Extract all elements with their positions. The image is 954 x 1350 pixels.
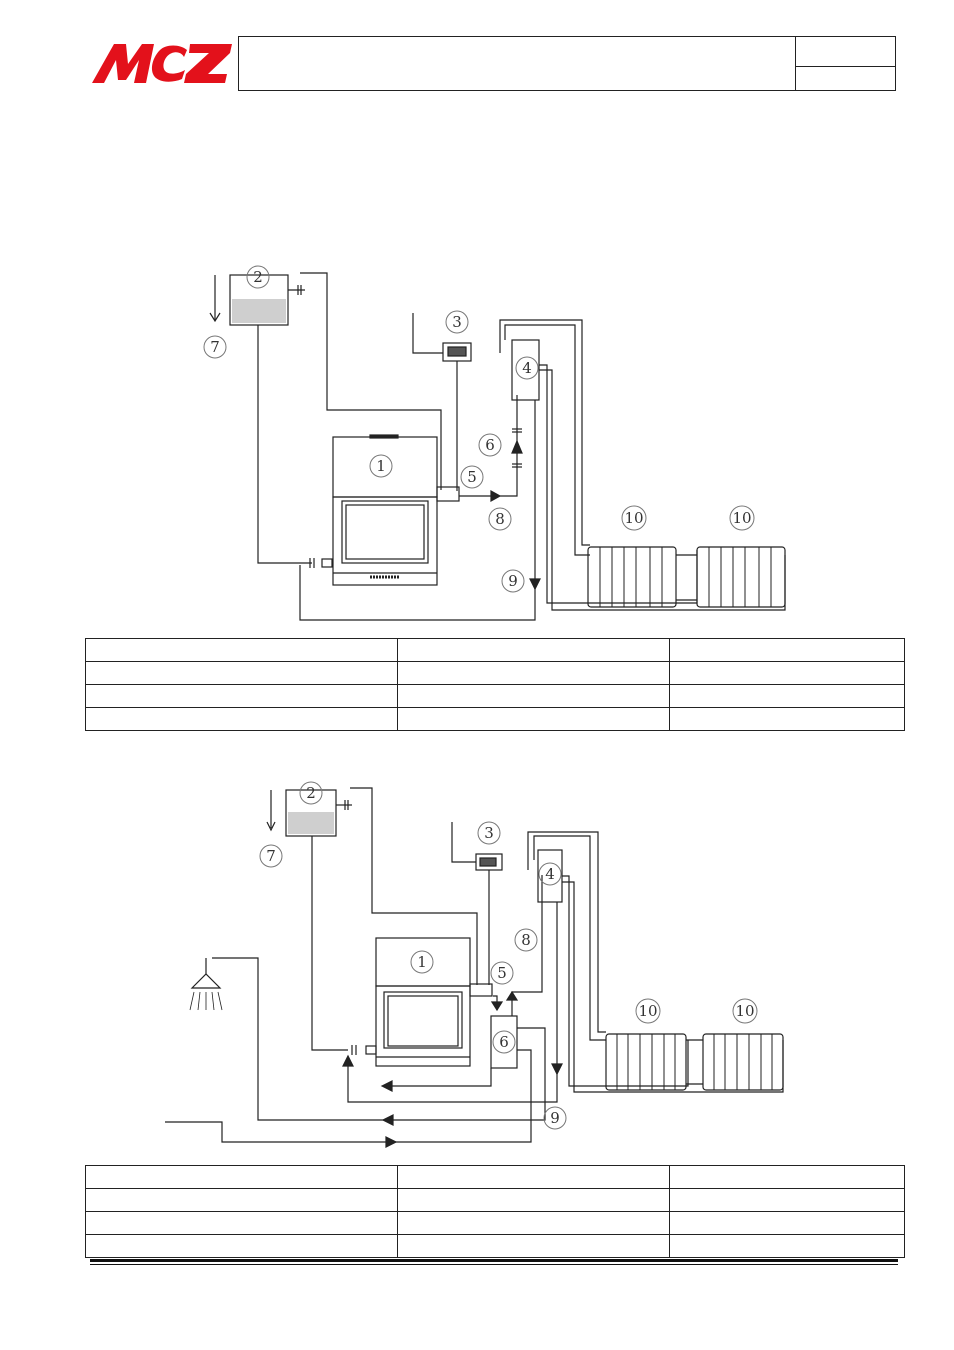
label-1: 1 <box>417 953 427 971</box>
label-7: 7 <box>266 847 276 865</box>
radiator-2 <box>702 1033 784 1091</box>
table-cell <box>397 1234 670 1258</box>
table-cell <box>669 1165 905 1189</box>
mcz-logo <box>92 44 232 83</box>
label-5: 5 <box>497 964 507 982</box>
label-8: 8 <box>495 510 505 528</box>
footer-rule <box>90 1259 898 1262</box>
radiator-1 <box>605 1033 687 1091</box>
table-cell <box>85 1188 398 1212</box>
table-cell <box>85 638 398 662</box>
table-cell <box>669 707 905 731</box>
label-5: 5 <box>467 468 477 486</box>
table-row <box>85 1188 905 1212</box>
label-10a: 10 <box>638 1002 657 1020</box>
table-cell <box>85 707 398 731</box>
label-10a: 10 <box>624 509 643 527</box>
table-row <box>85 707 905 731</box>
radiator-1 <box>587 546 677 608</box>
footer-rule-thin <box>90 1264 898 1265</box>
table-cell <box>397 638 670 662</box>
fireplace-body <box>375 985 471 1067</box>
label-9: 9 <box>508 572 518 590</box>
table-cell <box>397 661 670 685</box>
table-cell <box>85 661 398 685</box>
table-cell <box>397 1188 670 1212</box>
table-cell <box>669 1188 905 1212</box>
table-cell <box>85 684 398 708</box>
label-1: 1 <box>376 457 386 475</box>
header-page-box <box>795 36 896 91</box>
spec-table-2 <box>85 1165 905 1258</box>
label-6: 6 <box>499 1033 509 1051</box>
header-title-box <box>238 36 896 91</box>
table-row <box>85 1211 905 1235</box>
label-3: 3 <box>484 824 494 842</box>
label-6: 6 <box>485 436 495 454</box>
table-row <box>85 1165 905 1189</box>
table-cell <box>85 1165 398 1189</box>
table-cell <box>85 1234 398 1258</box>
table-cell <box>669 684 905 708</box>
fireplace-body <box>332 496 438 586</box>
label-7: 7 <box>210 338 220 356</box>
expansion-tank <box>285 789 337 837</box>
label-10b: 10 <box>735 1002 754 1020</box>
label-8: 8 <box>521 931 531 949</box>
label-9: 9 <box>550 1109 560 1127</box>
table-cell <box>669 1211 905 1235</box>
table-cell <box>397 1165 670 1189</box>
label-4: 4 <box>545 865 555 883</box>
radiator-2 <box>696 546 786 608</box>
heating-diagram-1: 1 2 3 4 5 6 7 8 9 10 10 <box>203 265 786 621</box>
label-2: 2 <box>306 784 316 802</box>
spec-table-1 <box>85 638 905 731</box>
table-cell <box>669 661 905 685</box>
table-row <box>85 638 905 662</box>
table-cell <box>669 638 905 662</box>
label-4: 4 <box>522 359 532 377</box>
table-row <box>85 1234 905 1258</box>
table-cell <box>397 1211 670 1235</box>
label-2: 2 <box>253 268 263 286</box>
table-cell <box>85 1211 398 1235</box>
table-row <box>85 684 905 708</box>
header-page-divider <box>795 66 896 67</box>
label-3: 3 <box>452 313 462 331</box>
table-cell <box>397 707 670 731</box>
shower-head <box>190 973 222 989</box>
table-cell <box>397 684 670 708</box>
table-row <box>85 661 905 685</box>
label-10b: 10 <box>732 509 751 527</box>
table-cell <box>669 1234 905 1258</box>
hot-water-exchanger <box>490 1015 518 1069</box>
heating-diagram-2: 1 2 3 4 5 6 7 8 9 10 10 <box>165 781 784 1148</box>
expansion-tank <box>229 274 289 326</box>
